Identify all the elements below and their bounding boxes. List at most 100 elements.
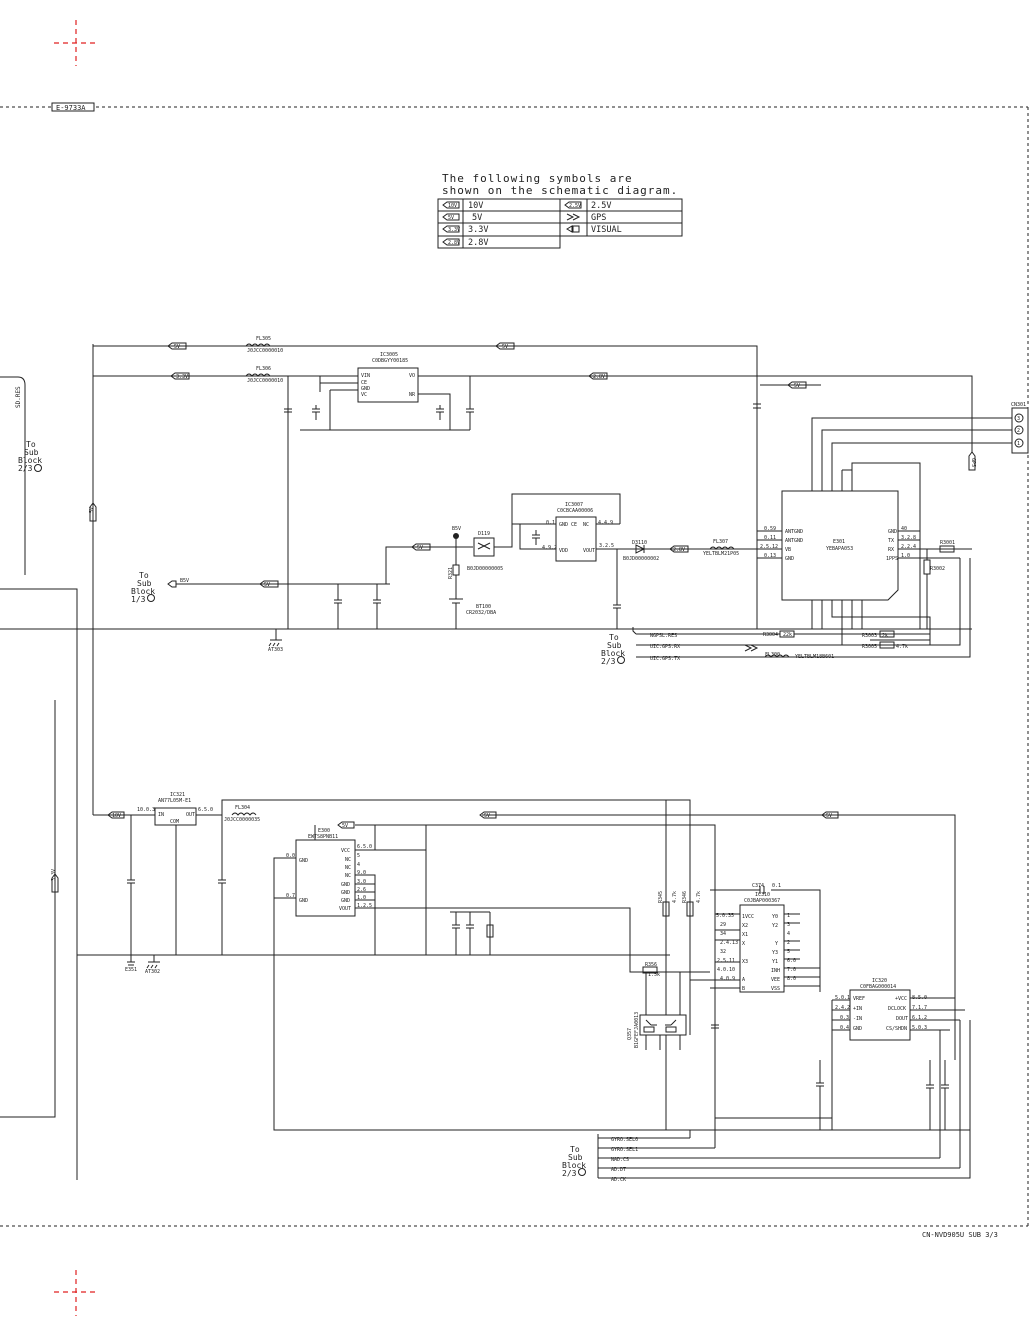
svg-text:BT100: BT100 — [476, 604, 491, 610]
svg-text:5.0.1: 5.0.1 — [835, 995, 850, 1001]
cn301-connector: CN301 3 2 1 — [1011, 402, 1029, 454]
net-5v-a: 5V — [174, 344, 180, 350]
svg-text:R321: R321 — [448, 567, 454, 579]
svg-text:2/3: 2/3 — [601, 657, 616, 666]
ic310: IC310 C0JBAP000367 1VCC X2 X1 X X3 A B Y… — [690, 883, 821, 993]
svg-text:R356: R356 — [645, 962, 657, 968]
svg-text:4.7k: 4.7k — [696, 891, 702, 903]
legend-text-2: 5V — [472, 213, 482, 223]
net-33v-a: 3.3V — [176, 374, 188, 380]
b5v-input: To Sub Block 1/3 B5V 5V — [131, 571, 390, 629]
svg-text:C0FBAG000014: C0FBAG000014 — [860, 984, 896, 990]
svg-text:NAD.CS: NAD.CS — [611, 1157, 629, 1163]
svg-text:FL300: FL300 — [765, 652, 780, 658]
svg-text:CR2032/DBA: CR2032/DBA — [466, 610, 496, 616]
svg-text:0.1: 0.1 — [772, 883, 781, 889]
svg-text:GND: GND — [299, 858, 308, 864]
svg-text:E300: E300 — [318, 828, 330, 834]
net-5v-b: 5V — [502, 344, 508, 350]
svg-text:2/3: 2/3 — [562, 1169, 577, 1178]
svg-text:AD.CK: AD.CK — [611, 1177, 626, 1183]
svg-text:E301: E301 — [833, 539, 845, 545]
svg-text:AD.DT: AD.DT — [611, 1167, 626, 1173]
svg-text:R3004: R3004 — [763, 632, 778, 638]
svg-text:10V: 10V — [112, 813, 121, 819]
svg-text:2/3: 2/3 — [18, 464, 33, 473]
svg-text:0.11: 0.11 — [764, 535, 776, 541]
svg-text:YEBAPA053: YEBAPA053 — [826, 546, 853, 552]
svg-text:2k: 2k — [882, 633, 888, 639]
svg-text:C0DBGYY00185: C0DBGYY00185 — [372, 358, 408, 364]
svg-text:3.3V: 3.3V — [51, 869, 57, 881]
svg-text:4: 4 — [357, 862, 360, 868]
svg-text:0.0: 0.0 — [286, 853, 295, 859]
fl305: FL305 J0JCC0000010 — [245, 336, 283, 354]
svg-text:32: 32 — [720, 949, 726, 955]
svg-text:R346: R346 — [682, 891, 688, 903]
svg-text:J0JCC0000035: J0JCC0000035 — [224, 817, 260, 823]
legend-text-5: 2.5V — [591, 201, 611, 211]
svg-text:2: 2 — [1017, 428, 1020, 434]
svg-text:Sub: Sub — [568, 1153, 583, 1162]
svg-text:NC: NC — [583, 522, 589, 528]
svg-text:5: 5 — [787, 949, 790, 955]
svg-text:3.2.5: 3.2.5 — [599, 543, 614, 549]
svg-text:B0JD00000002: B0JD00000002 — [623, 556, 659, 562]
left-edge-wires: SD.RES — [0, 344, 94, 1180]
caps-top — [284, 376, 761, 430]
svg-text:NC: NC — [345, 873, 351, 879]
svg-text:2.4.13: 2.4.13 — [720, 940, 738, 946]
svg-text:GND: GND — [341, 882, 350, 888]
svg-text:C0CBCAA00006: C0CBCAA00006 — [557, 508, 593, 514]
svg-text:6.5.0: 6.5.0 — [357, 844, 372, 850]
svg-text:GND: GND — [361, 386, 370, 392]
legend-sym-5: 2.5V — [569, 203, 581, 209]
svg-text:40: 40 — [901, 526, 907, 532]
svg-text:DOUT: DOUT — [896, 1016, 908, 1022]
svg-text:VIN: VIN — [361, 373, 370, 379]
svg-text:Block: Block — [131, 587, 155, 596]
svg-text:1/3: 1/3 — [131, 595, 146, 604]
svg-text:B5V: B5V — [180, 578, 189, 584]
svg-text:YELTBLM18B601: YELTBLM18B601 — [795, 654, 834, 660]
svg-text:VB: VB — [785, 547, 791, 553]
svg-text:B1GFEFJA0013: B1GFEFJA0013 — [634, 1012, 640, 1048]
svg-text:VCC: VCC — [341, 848, 350, 854]
svg-text:4.4.9: 4.4.9 — [598, 520, 613, 526]
svg-text:+VCC: +VCC — [895, 996, 907, 1002]
svg-text:COM: COM — [170, 819, 179, 825]
svg-text:UIC.GPS.RX: UIC.GPS.RX — [650, 644, 680, 650]
svg-text:C374: C374 — [752, 883, 764, 889]
r345-r346-r356: R356 1.5k R345 4.7k R346 4.7k — [642, 891, 702, 978]
svg-text:CE: CE — [361, 380, 367, 386]
legend: The following symbols are shown on the s… — [437, 172, 683, 249]
svg-text:NC: NC — [345, 865, 351, 871]
svg-text:Block: Block — [601, 649, 625, 658]
svg-text:4: 4 — [787, 931, 790, 937]
svg-text:1: 1 — [787, 913, 790, 919]
frame-tag-box — [51, 102, 95, 112]
svg-text:D119: D119 — [478, 531, 490, 537]
svg-text:RX: RX — [888, 547, 894, 553]
svg-text:INH: INH — [771, 968, 780, 974]
legend-text-4: 2.8V — [468, 238, 488, 248]
fl304: FL304 J0JCC0000035 — [224, 805, 260, 823]
legend-title-1: The following symbols are — [442, 172, 633, 185]
svg-text:FL304: FL304 — [235, 805, 250, 811]
svg-text:IC321: IC321 — [170, 792, 185, 798]
svg-text:GND: GND — [341, 890, 350, 896]
svg-text:VREF: VREF — [853, 996, 865, 1002]
svg-text:2.4.2: 2.4.2 — [835, 1005, 850, 1011]
svg-text:2.6: 2.6 — [357, 887, 366, 893]
svg-text:2.5.11: 2.5.11 — [717, 958, 735, 964]
svg-text:AN77L05M-E1: AN77L05M-E1 — [158, 798, 191, 804]
legend-symbols — [442, 201, 582, 246]
svg-text:3: 3 — [787, 922, 790, 928]
svg-text:VOUT: VOUT — [339, 906, 351, 912]
svg-text:4.7k: 4.7k — [672, 891, 678, 903]
legend-sym-3: 3.3V — [448, 227, 460, 233]
ic3005: IC3005 C0DBGYY00185 VIN CE GND VC VO NR — [287, 352, 470, 629]
svg-text:EWTS8PNB11: EWTS8PNB11 — [308, 834, 338, 840]
svg-text:C0JBAP000367: C0JBAP000367 — [744, 898, 780, 904]
